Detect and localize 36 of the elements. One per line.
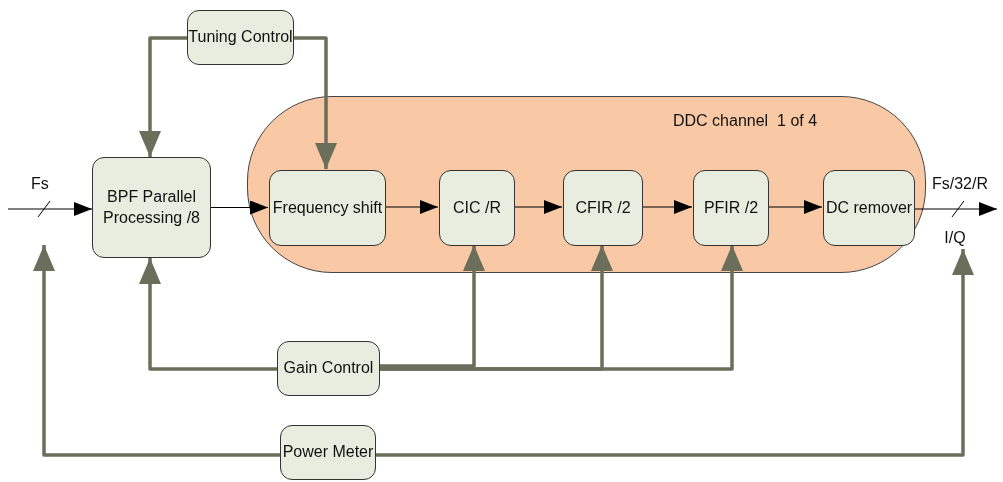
arrow: [294, 36, 337, 169]
arrow: [139, 258, 277, 371]
arrow: [767, 200, 823, 214]
block-label: CFIR /2: [575, 197, 631, 218]
process-box: [277, 341, 380, 396]
edge-label: Fs: [31, 175, 49, 193]
process-box: [92, 157, 211, 258]
block-label: Tuning Control: [188, 27, 293, 48]
process-box: [693, 170, 769, 246]
arrow: [376, 249, 974, 457]
arrow: [210, 200, 269, 215]
process-box: [187, 10, 294, 65]
arrow: [33, 245, 280, 457]
arrow: [380, 245, 743, 371]
signal-label: I/Q: [944, 228, 966, 249]
arrow: [384, 200, 439, 214]
process-box: [269, 170, 386, 246]
block-label: Power Meter: [282, 442, 374, 463]
process-box: [280, 425, 376, 480]
block-label: PFIR /2: [703, 197, 759, 218]
process-box: [823, 170, 915, 246]
block-label: DC remover: [825, 197, 913, 218]
block-label: Gain Control: [283, 358, 374, 379]
arrow: [380, 245, 485, 368]
block-label: BPF Parallel Processing /8: [102, 186, 201, 228]
block-label: CIC /R: [453, 197, 501, 218]
process-box: [563, 170, 643, 246]
arrow: [139, 36, 187, 157]
arrow: [513, 200, 563, 214]
edge-label: Fs/32/R: [932, 175, 988, 193]
arrow: [7, 202, 93, 216]
block-label: Frequency shift: [272, 197, 383, 218]
process-box: [439, 170, 515, 246]
arrow: [641, 200, 693, 214]
region-label: DDC channel 1 of 4: [673, 111, 818, 131]
arrow: [913, 202, 998, 216]
